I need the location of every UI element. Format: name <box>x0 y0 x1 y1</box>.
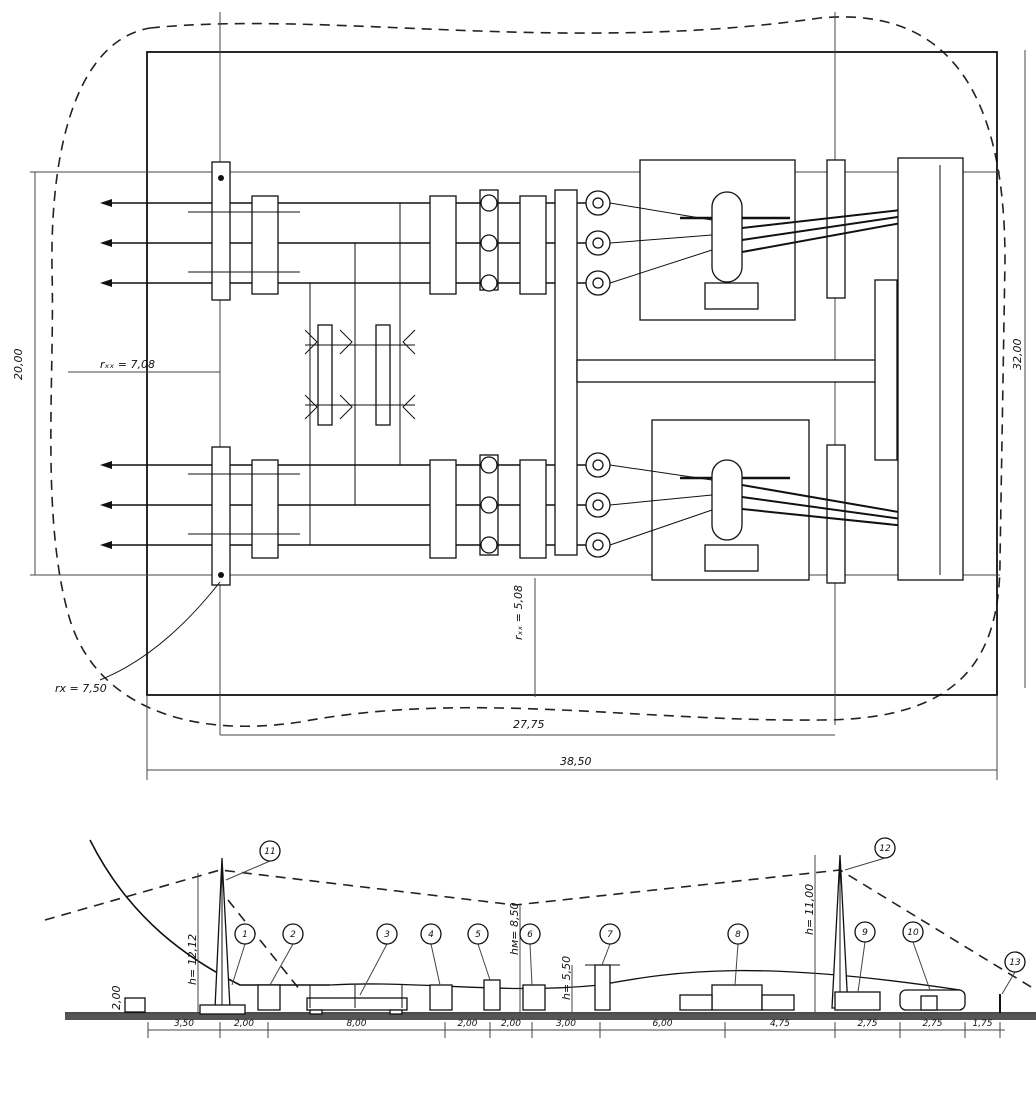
spacing-label: 1,75 <box>972 1019 992 1029</box>
callout-circle <box>234 923 256 945</box>
callout-circle <box>599 923 621 945</box>
callout-circle <box>519 923 541 945</box>
callout-label-7: 7 <box>607 930 613 940</box>
callout-label-6: 6 <box>527 930 533 940</box>
callout-leader <box>857 941 866 993</box>
callout-circle <box>282 923 304 945</box>
lightning-mast-right <box>831 854 849 1009</box>
elevation-view: h= 12,12 hм= 8,50 h= 5,50 h= 11,00 2,00 … <box>44 837 1036 1038</box>
dim-inner-width: 27,75 <box>513 718 545 731</box>
callout-circle <box>902 921 924 943</box>
equipment-10 <box>899 989 966 1011</box>
h-mid-label: hм= 8,50 <box>508 903 521 955</box>
callout-label-12: 12 <box>879 844 891 854</box>
callout-label-4: 4 <box>428 930 434 940</box>
callout-leader <box>225 860 271 881</box>
site-boundary <box>146 51 998 696</box>
callout-leader <box>231 943 246 986</box>
ground-line <box>65 1014 1036 1020</box>
equipment-9 <box>834 991 881 1011</box>
callout-label-10: 10 <box>907 928 919 938</box>
callout-label-8: 8 <box>735 930 741 940</box>
spacing-label: 2,00 <box>234 1019 254 1029</box>
callout-leader <box>359 943 388 996</box>
callout-circle <box>259 840 281 862</box>
callout-circle <box>376 923 398 945</box>
dim-inner-height: 20,00 <box>12 349 25 381</box>
spacing-label: 2,00 <box>501 1019 521 1029</box>
h-mast-left-label: h= 12,12 <box>186 934 199 985</box>
switchyard-building <box>897 157 964 581</box>
callout-label-2: 2 <box>290 930 296 940</box>
callout-circle <box>727 923 749 945</box>
radius-bottom-label: rₓₓ = 5,08 <box>512 585 525 640</box>
callout-label-5: 5 <box>475 930 481 940</box>
switchgear-top <box>429 189 547 295</box>
gantry-right-top <box>826 159 846 299</box>
callout-circle <box>467 923 489 945</box>
lightning-mast-left <box>199 857 246 1015</box>
transformer-bay-top <box>609 159 796 321</box>
disconnectors-left <box>240 195 300 559</box>
gantry-left-top <box>211 161 231 301</box>
callout-leader <box>601 943 611 966</box>
spacing-label: 2,75 <box>922 1019 942 1029</box>
spacing-label: 3,00 <box>556 1019 576 1029</box>
current-transformers <box>585 190 611 558</box>
transformer-bay-bottom <box>609 419 810 581</box>
h-mast-right-label: h= 11,00 <box>803 884 816 935</box>
h-gantry-label: h= 5,50 <box>560 956 573 1000</box>
elevation-protection-zone <box>44 869 1036 991</box>
incoming-lines-bottom <box>100 461 600 549</box>
spacing-dimensions: 3,50 2,00 8,00 2,00 2,00 3,00 6,00 4,75 2,75 2,75… <box>147 1019 1005 1038</box>
callout-label-9: 9 <box>862 928 868 938</box>
callout-leader <box>844 857 886 871</box>
callout-leader <box>477 943 491 981</box>
gantry-right-bottom <box>826 444 846 584</box>
portal-2 <box>257 984 281 1011</box>
portal-7 <box>585 964 620 1011</box>
callout-leader <box>734 943 739 986</box>
callout-label-11: 11 <box>264 847 275 857</box>
callout-leader <box>1001 971 1016 995</box>
cable-channel <box>554 189 898 556</box>
callout-circle <box>854 921 876 943</box>
equipment-6 <box>522 984 546 1011</box>
callout-circle <box>1004 951 1026 973</box>
callout-label-3: 3 <box>384 930 390 940</box>
callout-leader <box>529 943 533 986</box>
spacing-label: 3,50 <box>174 1019 194 1029</box>
switchgear-bottom <box>429 454 547 559</box>
callout-leader <box>430 943 441 986</box>
radius-left-label: rₓₓ = 7,08 <box>100 358 155 371</box>
equipment-5 <box>483 979 501 1011</box>
busbar-frame <box>304 203 416 545</box>
radius-rx-label: rx = 7,50 <box>55 682 107 695</box>
callout-leader <box>912 941 931 991</box>
spacing-label: 6,00 <box>652 1019 672 1029</box>
callout-circle <box>420 923 442 945</box>
gantry-left-bottom <box>211 446 231 586</box>
h-fence-label: 2,00 <box>110 986 123 1011</box>
busbar-structure-3 <box>306 985 408 1015</box>
plan-view: 38,50 27,75 20,00 32,00 rₓₓ = 7,08 rₓₓ =… <box>12 12 1026 780</box>
dim-total-width: 38,50 <box>560 755 592 768</box>
fence-left <box>124 997 146 1013</box>
equipment-4 <box>429 984 453 1011</box>
spacing-label: 2,75 <box>857 1019 877 1029</box>
spacing-label: 8,00 <box>346 1019 366 1029</box>
power-transformer-8 <box>679 984 795 1011</box>
dim-outer-height: 32,00 <box>1011 339 1024 371</box>
incoming-lines-top <box>100 199 600 287</box>
spacing-label: 2,00 <box>457 1019 477 1029</box>
elevation-height-dimensions <box>197 855 816 1013</box>
callout-label-1: 1 <box>242 930 248 940</box>
callout-circle <box>874 837 896 859</box>
plan-dimensions <box>34 50 1026 780</box>
callout-leader <box>269 943 294 986</box>
spacing-label: 4,75 <box>770 1019 790 1029</box>
callout-label-13: 13 <box>1009 958 1021 968</box>
